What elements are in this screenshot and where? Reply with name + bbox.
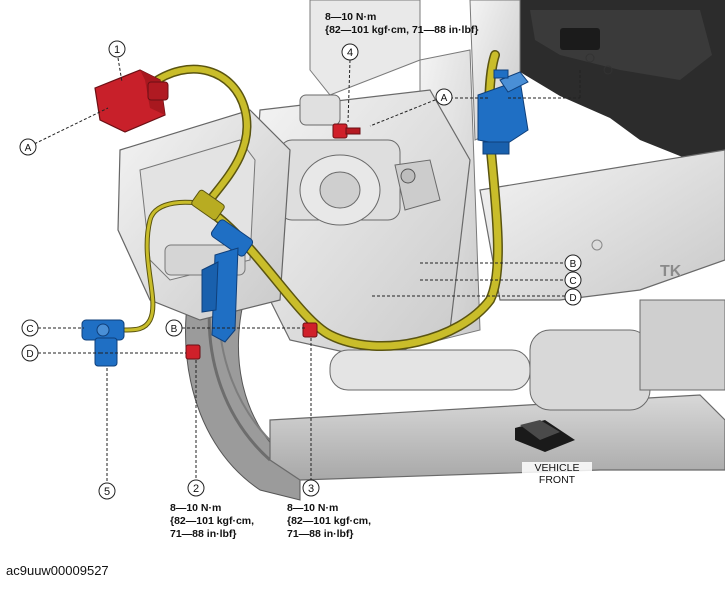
callout-2: 2 [187, 479, 205, 497]
ref-B-right-text: B [570, 259, 577, 270]
ref-D-right: D [564, 288, 582, 306]
ref-B-center: B [165, 319, 183, 337]
wheel-speed-sensor [81, 319, 125, 367]
torque-spec-part2: 8—10 N·m {82—101 kgf·cm, 71—88 in·lbf} [170, 502, 254, 541]
ref-D-left-text: D [26, 349, 33, 360]
vehicle-front-label: VEHICLE FRONT [522, 462, 592, 486]
leader-lines [29, 57, 581, 485]
callout-1: 1 [108, 40, 126, 58]
ref-A-left-text: A [25, 143, 32, 154]
ref-C-right-text: C [569, 276, 576, 287]
ref-A-right-text: A [441, 93, 448, 104]
ref-D-left: D [21, 344, 39, 362]
torque-spec-part4-line1: 8—10 N·m [325, 11, 377, 23]
ref-B-center-text: B [171, 324, 178, 335]
harness-bracket-lower [201, 247, 239, 343]
svg-text:TK: TK [660, 263, 682, 280]
bolt-part4 [332, 123, 361, 139]
body-frame [500, 0, 725, 160]
knuckle [249, 89, 471, 361]
ref-C-left: C [21, 319, 39, 337]
callout-5: 5 [98, 482, 116, 500]
torque-spec-part3-line2: {82—101 kgf·cm, [287, 515, 372, 527]
torque-spec-part4-line2: {82—101 kgf·cm, 71—88 in·lbf} [325, 24, 479, 36]
vehicle-front-line2: FRONT [538, 474, 576, 486]
callout-5-text: 5 [104, 486, 110, 498]
image-code: ac9uuw00009527 [6, 563, 109, 578]
ref-D-right-text: D [569, 293, 576, 304]
vehicle-front-line1: VEHICLE [534, 462, 580, 474]
callout-2-text: 2 [193, 483, 199, 495]
torque-spec-part3: 8—10 N·m {82—101 kgf·cm, 71—88 in·lbf} [287, 502, 371, 541]
ref-C-left-text: C [26, 324, 33, 335]
torque-spec-part2-line2: {82—101 kgf·cm, [170, 515, 255, 527]
ref-B-right: B [564, 254, 582, 272]
bolt-part2 [185, 344, 201, 360]
callout-3: 3 [302, 479, 320, 497]
torque-spec-part3-line3: 71—88 in·lbf} [287, 528, 354, 540]
ref-A-right: A [435, 88, 453, 106]
bolt-upper-bracket [493, 53, 613, 79]
torque-spec-part3-line1: 8—10 N·m [287, 502, 339, 514]
torque-spec-part4: 8—10 N·m {82—101 kgf·cm, 71—88 in·lbf} [325, 11, 478, 37]
harness-bracket-upper [477, 71, 529, 155]
ref-C-right: C [564, 271, 582, 289]
bolt-part3 [302, 322, 318, 338]
callout-1-text: 1 [114, 44, 120, 56]
callout-4-text: 4 [347, 47, 353, 59]
vehicle-front-arrow-icon [515, 420, 575, 452]
ref-A-left: A [19, 138, 37, 156]
abs-connector [94, 69, 169, 133]
torque-spec-part2-line3: 71—88 in·lbf} [170, 528, 237, 540]
torque-spec-part2-line1: 8—10 N·m [170, 502, 222, 514]
callout-3-text: 3 [308, 483, 314, 495]
callout-4: 4 [341, 43, 359, 61]
